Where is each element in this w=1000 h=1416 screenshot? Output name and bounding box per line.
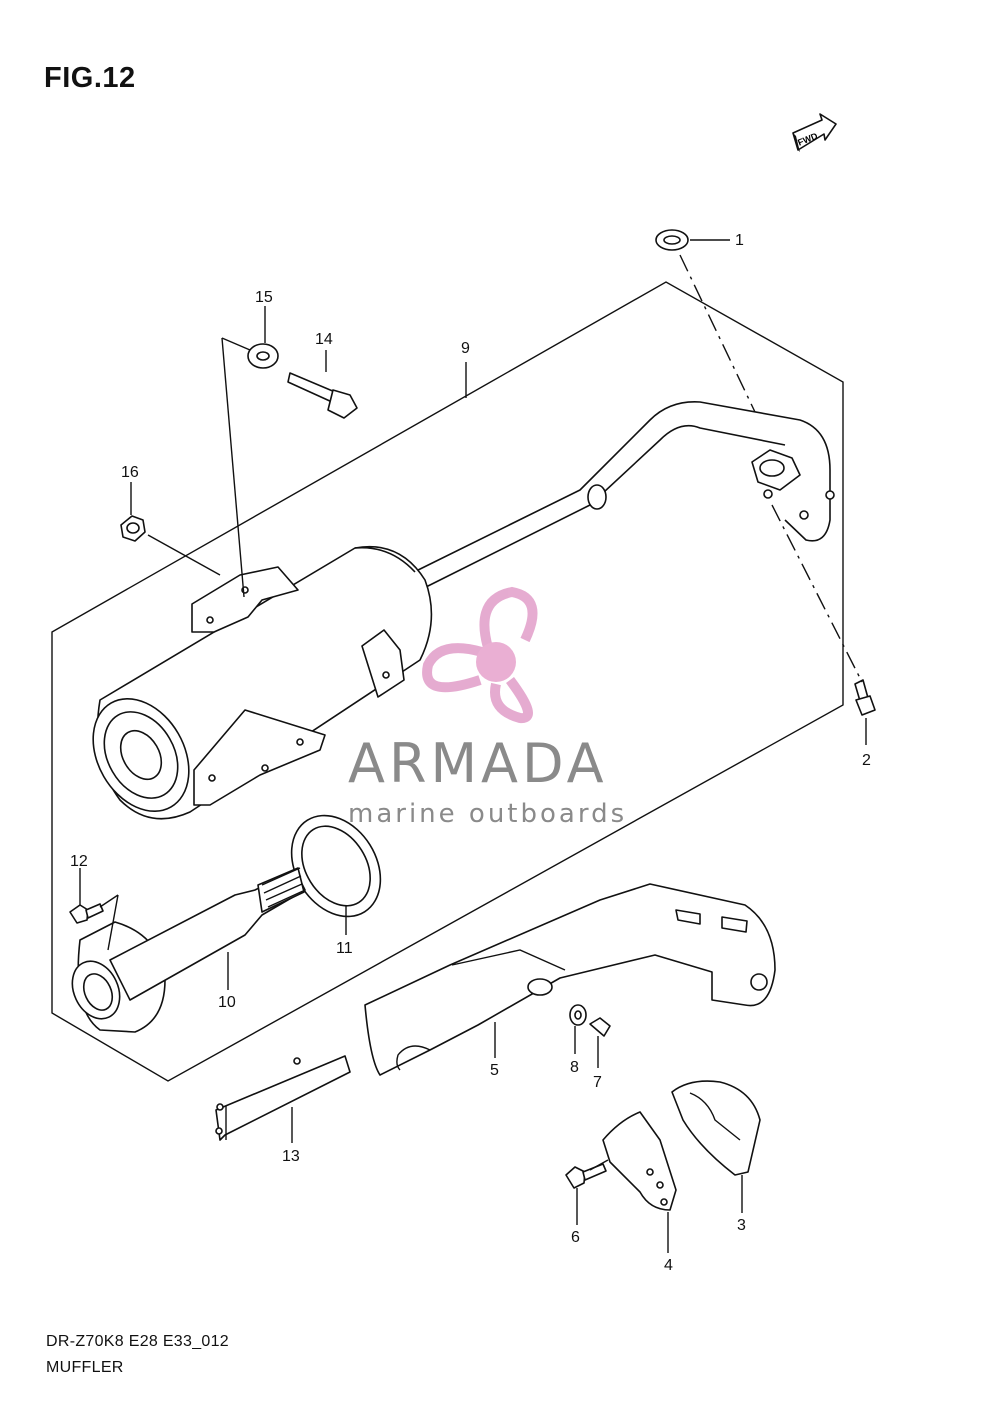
callout-3: 3 bbox=[737, 1217, 746, 1234]
callout-10: 10 bbox=[218, 994, 236, 1011]
section-name: MUFFLER bbox=[46, 1359, 124, 1376]
screw-7 bbox=[589, 1017, 611, 1037]
callout-15: 15 bbox=[255, 289, 273, 306]
callout-9: 9 bbox=[461, 340, 470, 357]
callout-1: 1 bbox=[735, 232, 744, 249]
exhaust-pipe bbox=[409, 401, 835, 591]
callout-8: 8 bbox=[570, 1059, 579, 1076]
callout-7: 7 bbox=[593, 1074, 602, 1091]
assembly-frame bbox=[51, 281, 844, 1082]
heat-shield-part bbox=[364, 883, 776, 1076]
figure-title: FIG.12 bbox=[44, 62, 136, 94]
callout-5: 5 bbox=[490, 1062, 499, 1079]
bolt-2 bbox=[854, 679, 876, 716]
callout-14: 14 bbox=[315, 331, 333, 348]
callout-13: 13 bbox=[282, 1148, 300, 1165]
cover-part-3 bbox=[671, 1080, 761, 1176]
cover-part-4 bbox=[602, 1111, 677, 1211]
callout-12: 12 bbox=[70, 853, 88, 870]
callout-2: 2 bbox=[862, 752, 871, 769]
watermark-logo-icon bbox=[422, 586, 538, 724]
washer-1 bbox=[655, 229, 689, 251]
callout-4: 4 bbox=[664, 1257, 673, 1274]
watermark-tagline: marine outboards bbox=[348, 799, 627, 829]
gasket-part bbox=[290, 814, 382, 918]
fwd-arrow-icon: FWD bbox=[792, 113, 837, 152]
washer-8 bbox=[569, 1004, 587, 1026]
callout-16: 16 bbox=[121, 464, 139, 481]
callout-11: 11 bbox=[336, 940, 353, 957]
watermark-brand: ARMADA bbox=[348, 732, 608, 795]
muffler-body bbox=[92, 545, 433, 820]
bolt-14 bbox=[287, 372, 358, 419]
tail-pipe-part bbox=[71, 867, 306, 1033]
callout-6: 6 bbox=[571, 1229, 580, 1246]
washer-15 bbox=[247, 343, 279, 369]
bolt-12 bbox=[69, 903, 104, 924]
bolt-6 bbox=[565, 1163, 607, 1189]
nut-16 bbox=[120, 515, 146, 542]
model-code: DR-Z70K8 E28 E33_012 bbox=[46, 1333, 229, 1350]
leader-lines bbox=[79, 239, 867, 1253]
protector-part bbox=[215, 1055, 351, 1141]
